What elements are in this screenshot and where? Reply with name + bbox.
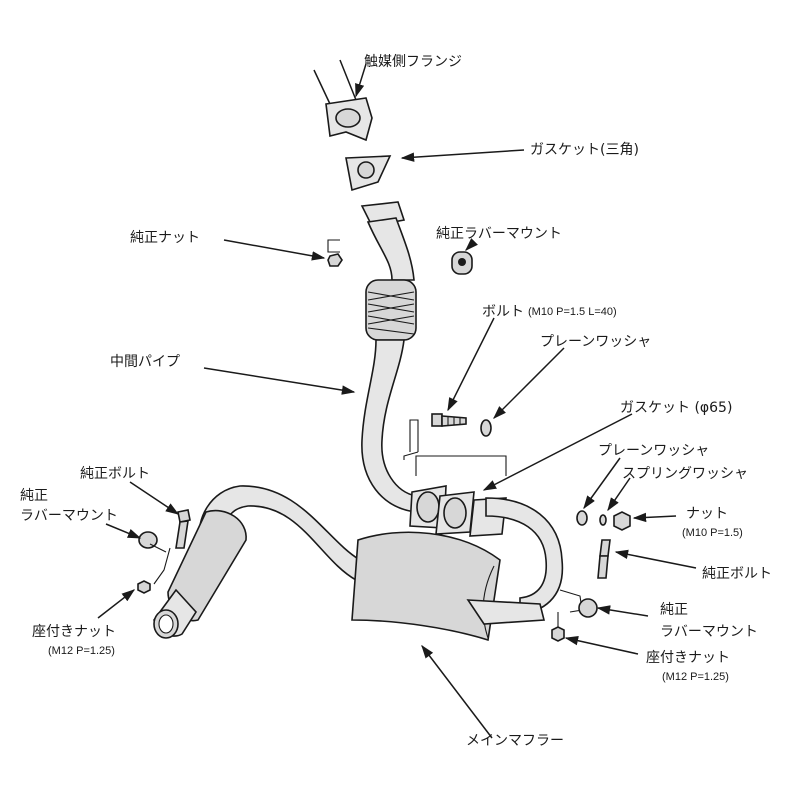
- label-gasket-triangle: ガスケット(三角): [530, 142, 639, 158]
- mid-pipe-hanger: [403, 419, 419, 460]
- nut-m10: [613, 511, 631, 531]
- label-oem-rubber-mount-right-2: ラバーマウント: [660, 624, 758, 640]
- main-muffler: [198, 485, 564, 642]
- label-oem-rubber-mount-right-1: 純正: [660, 602, 688, 618]
- label-spring-washer: スプリングワッシャ: [622, 466, 748, 482]
- bracket-lines: [415, 455, 507, 476]
- right-hanger: [551, 539, 611, 642]
- label-cat-flange: 触媒側フランジ: [364, 54, 462, 70]
- plain-washer-right: [576, 510, 588, 526]
- label-plain-washer-2: プレーンワッシャ: [598, 443, 709, 459]
- cat-side-flange: [313, 59, 373, 142]
- label-bolt-spec: (M10 P=1.5 L=40): [528, 306, 617, 318]
- label-main-muffler: メインマフラー: [466, 733, 564, 749]
- left-hanger: [137, 509, 191, 594]
- plain-washer-top: [480, 419, 492, 437]
- label-seat-nut-right: 座付きナット: [646, 650, 730, 666]
- triangle-gasket: [345, 155, 392, 192]
- label-oem-bolt-left: 純正ボルト: [80, 466, 150, 482]
- label-oem-rubber-mount-top: 純正ラバーマウント: [436, 226, 562, 242]
- flange-gaskets: [409, 485, 507, 537]
- oem-nut-top: [327, 239, 343, 267]
- label-mid-pipe: 中間パイプ: [110, 354, 180, 370]
- label-seat-nut-right-spec: (M12 P=1.25): [662, 671, 729, 683]
- spring-washer: [599, 514, 607, 526]
- label-bolt: ボルト: [482, 304, 524, 320]
- rubber-mount-top: [451, 251, 473, 275]
- label-seat-nut-left-spec: (M12 P=1.25): [48, 645, 115, 657]
- label-oem-rubber-mount-left-1: 純正: [20, 488, 48, 504]
- leader-arrows: [97, 63, 697, 739]
- mid-pipe: [360, 201, 417, 513]
- bolt-m10: [431, 413, 467, 427]
- label-gasket-65: ガスケット (φ65): [620, 400, 732, 416]
- label-nut: ナット: [686, 506, 728, 522]
- label-oem-bolt-right: 純正ボルト: [702, 566, 772, 582]
- sub-muffler-tail: [153, 509, 247, 639]
- label-oem-rubber-mount-left-2: ラバーマウント: [20, 508, 118, 524]
- label-plain-washer-1: プレーンワッシャ: [540, 334, 651, 350]
- label-nut-spec: (M10 P=1.5): [682, 527, 743, 539]
- label-oem-nut: 純正ナット: [130, 230, 200, 246]
- label-seat-nut-left: 座付きナット: [32, 624, 116, 640]
